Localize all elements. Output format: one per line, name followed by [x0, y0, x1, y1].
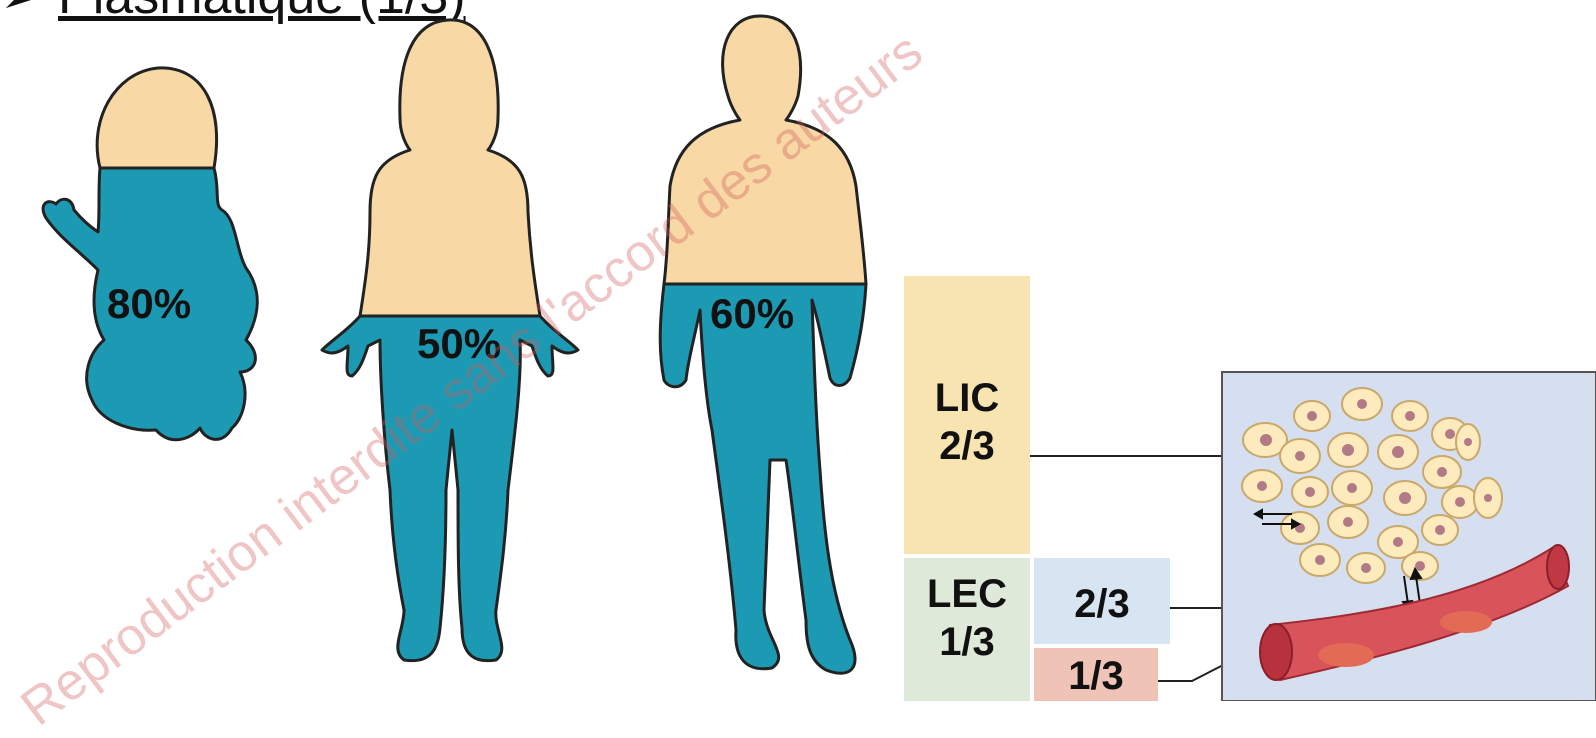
- vessel-opening-left: [1260, 624, 1292, 680]
- figures-svg: [0, 0, 1596, 701]
- man-lower-body: [660, 284, 866, 673]
- diagram-canvas: ➢ Plasmatique (1/3): [0, 0, 1596, 701]
- plasma-fraction: 1/3: [1034, 652, 1158, 700]
- baby-water-percent: 80%: [107, 280, 191, 328]
- baby-figure: [43, 68, 257, 440]
- red-blood-cell: [1318, 643, 1374, 667]
- lec-label: LEC 1/3: [904, 570, 1030, 666]
- tissue-illustration: [1222, 372, 1596, 701]
- red-blood-cell: [1440, 611, 1492, 633]
- lic-fraction: 2/3: [904, 422, 1030, 470]
- man-figure: [660, 16, 866, 673]
- lec-fraction: 1/3: [904, 618, 1030, 666]
- lec-name: LEC: [904, 570, 1030, 618]
- interstitial-fraction: 2/3: [1034, 580, 1170, 628]
- lic-name: LIC: [904, 374, 1030, 422]
- lic-label: LIC 2/3: [904, 374, 1030, 470]
- baby-head: [97, 68, 216, 168]
- man-water-percent: 60%: [710, 290, 794, 338]
- vessel-opening-right: [1547, 545, 1569, 589]
- woman-upper-body: [360, 20, 540, 316]
- woman-water-percent: 50%: [417, 320, 501, 368]
- man-upper-body: [664, 16, 866, 284]
